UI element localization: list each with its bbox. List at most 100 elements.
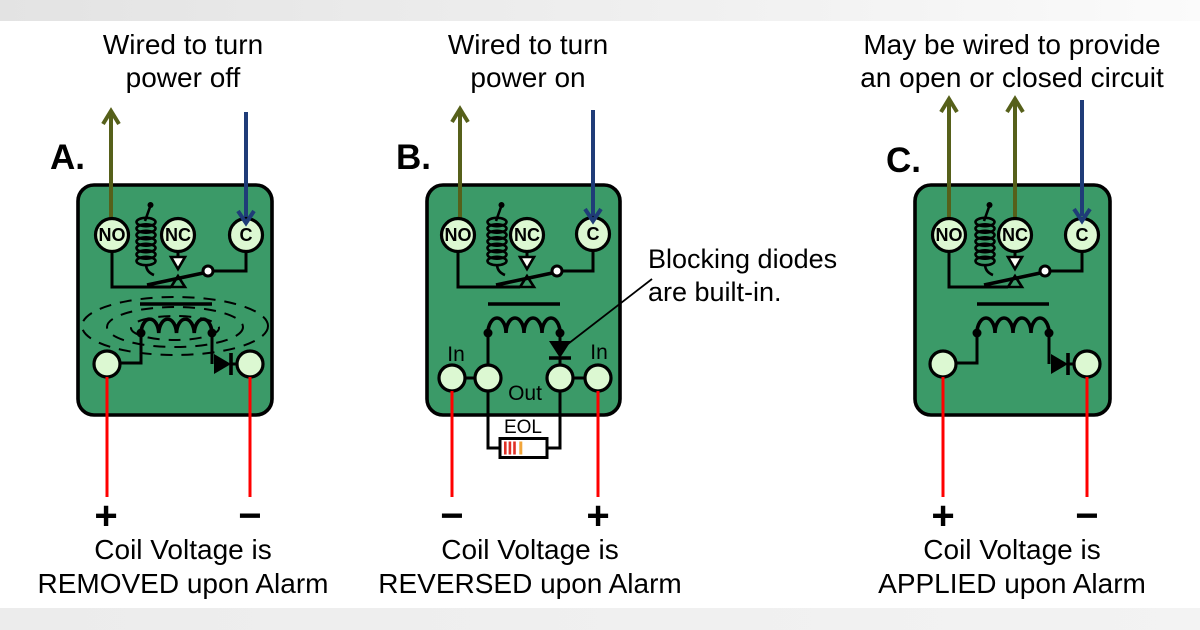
relay-schematic-a: NO NC C [76, 107, 274, 497]
polarity-minus: − [440, 494, 464, 538]
terminal-c-label: C [587, 224, 600, 244]
relay-terminals: NO NC C [439, 215, 612, 254]
terminal-no-label: NO [936, 225, 963, 245]
armature [983, 270, 1046, 287]
terminal-c-label: C [240, 225, 253, 245]
relay-body [425, 183, 622, 417]
bottom-gray-band [0, 608, 1200, 630]
in-right-label: In [590, 341, 608, 364]
caption-line: REMOVED upon Alarm [37, 568, 329, 599]
pivot-contact [1038, 264, 1052, 278]
terminal-no-label: NO [99, 225, 126, 245]
terminal-no [439, 216, 477, 254]
terminal-no [930, 216, 968, 254]
terminal-no [93, 216, 131, 254]
up-arrow-olive [450, 105, 470, 235]
caption-line: REVERSED upon Alarm [378, 568, 682, 599]
pivot-contact [550, 264, 564, 278]
switch-assembly [110, 252, 248, 289]
terminal-nc [508, 216, 546, 254]
out-label: Out [508, 382, 542, 405]
panel-c-letter: C. [886, 141, 921, 180]
polarity-plus: + [586, 494, 610, 538]
navy-arrowhead [236, 209, 256, 227]
blocking-diodes-annotation: Blocking diodes are built-in. [648, 243, 878, 309]
bottom-terminals [437, 363, 613, 393]
panel-a-caption-bottom: Coil Voltage is REMOVED upon Alarm [18, 533, 348, 601]
caption-line: Coil Voltage is [923, 534, 1101, 565]
up-arrow-olive-no [939, 95, 959, 235]
panel-c-caption-top: May be wired to provide an open or close… [842, 28, 1182, 94]
nc-contact-arrow [1005, 255, 1025, 272]
switch-assembly [947, 252, 1084, 289]
no-contact [1005, 273, 1025, 289]
armature-spring [135, 202, 157, 277]
relay-schematic-c: NO NC C [913, 95, 1112, 497]
annotation-line: Blocking diodes [648, 244, 838, 274]
caption-line: May be wired to provide [863, 29, 1161, 60]
navy-arrowhead [1072, 207, 1092, 225]
coil [139, 317, 214, 334]
nc-contact-arrow [517, 255, 537, 272]
armature-spring [486, 202, 508, 277]
terminal-in-left [437, 363, 467, 393]
terminal-c [227, 216, 265, 254]
relay-terminals: NO NC C [930, 216, 1101, 254]
terminal-c-label: C [1076, 225, 1089, 245]
caption-line: power off [125, 62, 241, 93]
panel-b-caption-bottom: Coil Voltage is REVERSED upon Alarm [363, 533, 697, 601]
polarity-plus: + [94, 494, 118, 538]
caption-line: Wired to turn [447, 29, 609, 60]
coil [975, 316, 1051, 334]
in-left-label: In [447, 343, 465, 366]
relay-terminals: NO NC C [93, 216, 265, 254]
caption-line: power on [470, 62, 586, 93]
polarity-plus: + [931, 494, 955, 538]
caption-line: APPLIED upon Alarm [878, 568, 1146, 599]
top-gray-band [0, 0, 1200, 21]
no-contact [517, 273, 537, 289]
terminal-nc-label: NC [1002, 225, 1028, 245]
caption-line: Coil Voltage is [441, 534, 619, 565]
eol-resistor-circuit [486, 391, 562, 459]
coil-left-wire [956, 337, 979, 365]
pivot-contact [201, 264, 215, 278]
junction-dot [136, 328, 146, 338]
armature [495, 270, 558, 287]
eol-resistor [498, 437, 549, 459]
coil-left-wire [120, 337, 143, 365]
annotation-pointer-line [563, 278, 653, 348]
relay-schematic-b: NO NC C In In Out EOL [425, 105, 653, 497]
panel-b-caption-top: Wired to turn power on [378, 28, 678, 94]
switch-assembly [456, 252, 595, 289]
panel-c-caption-bottom: Coil Voltage is APPLIED upon Alarm [845, 533, 1179, 601]
junction-dot [972, 328, 982, 338]
up-arrow-olive-nc [1005, 95, 1025, 235]
terminal-nc [159, 216, 197, 254]
no-contact [168, 273, 188, 289]
panel-a-letter: A. [50, 138, 85, 177]
nc-contact-arrow [168, 255, 188, 272]
terminal-in-right [583, 363, 613, 393]
polarity-minus: − [238, 494, 262, 538]
polarity-minus: − [1075, 494, 1099, 538]
coil-terminal-negative [1072, 349, 1102, 379]
coil [486, 316, 562, 334]
armature-spring [974, 202, 996, 277]
terminal-nc-label: NC [514, 225, 540, 245]
eol-label: EOL [504, 417, 542, 438]
annotation-line: are built-in. [648, 277, 782, 307]
caption-line: Coil Voltage is [94, 534, 272, 565]
terminal-nc-label: NC [165, 225, 191, 245]
caption-line: an open or closed circuit [860, 62, 1164, 93]
coil-terminal-negative [235, 349, 265, 379]
terminal-no-label: NO [445, 225, 472, 245]
navy-arrowhead [583, 207, 603, 225]
coil-terminal-positive [92, 349, 122, 379]
caption-line: Wired to turn [102, 29, 264, 60]
terminal-nc [996, 216, 1034, 254]
panel-a-caption-top: Wired to turn power off [33, 28, 333, 94]
up-arrow-olive [101, 107, 121, 235]
magnetic-field-lines [81, 296, 269, 356]
